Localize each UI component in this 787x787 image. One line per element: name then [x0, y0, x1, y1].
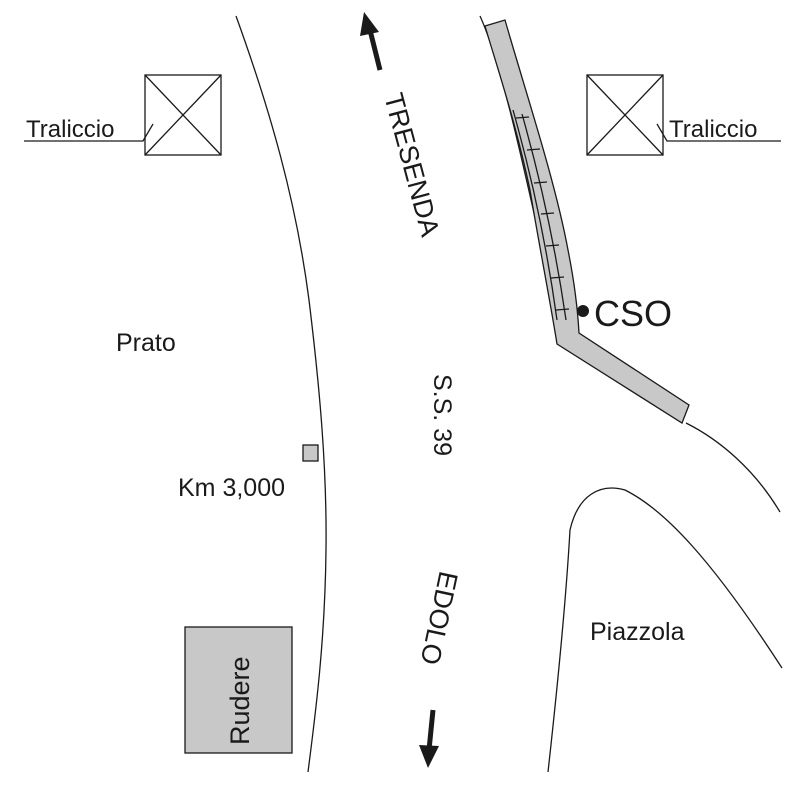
retaining-strip — [484, 19, 690, 424]
km-marker-box — [302, 444, 319, 462]
layby-boundary — [547, 487, 783, 773]
leader-left — [24, 123, 154, 142]
layby-label: Piazzola — [590, 618, 685, 646]
direction-south-label: EDOLO — [414, 569, 463, 668]
station-dot — [577, 305, 589, 317]
road-edge-left — [235, 15, 327, 773]
ruin-label: Rudere — [225, 656, 255, 745]
km-marker-label: Km 3,000 — [178, 474, 285, 502]
field-label: Prato — [116, 329, 176, 357]
road-name-label: S.S. 39 — [428, 374, 456, 456]
arrow-north — [360, 12, 383, 71]
station-label: CSO — [594, 293, 672, 334]
pylon-label-left: Traliccio — [26, 116, 114, 143]
direction-north-label: TRESENDA — [378, 90, 445, 240]
barrier-ladder — [512, 109, 570, 321]
pylon-right — [586, 74, 664, 156]
ruin-building — [184, 626, 293, 754]
pylon-label-right: Traliccio — [669, 116, 757, 143]
road-edge-right-lower — [685, 422, 781, 513]
pylon-left — [144, 74, 222, 156]
arrow-south — [419, 709, 439, 768]
leader-right — [656, 123, 781, 142]
